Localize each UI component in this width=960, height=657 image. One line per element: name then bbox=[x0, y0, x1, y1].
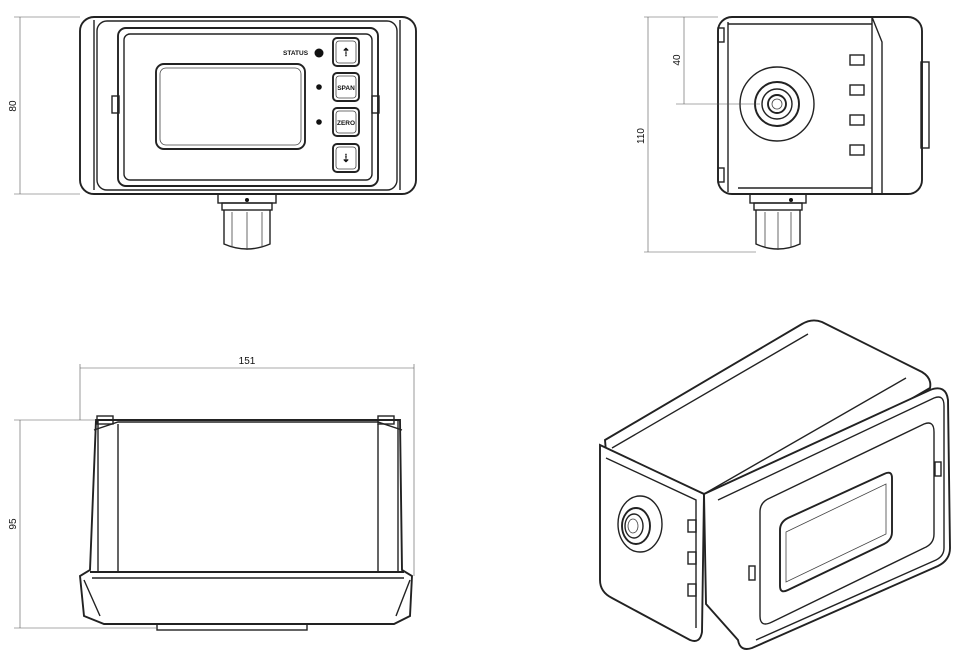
dimension-front-height: 80 bbox=[8, 16, 80, 195]
side-slots bbox=[849, 54, 865, 156]
front-bezel bbox=[96, 20, 398, 191]
dim-40-label: 40 bbox=[672, 54, 683, 66]
front-side-ribs bbox=[93, 20, 401, 190]
button-down[interactable]: ⇣ bbox=[332, 143, 360, 173]
side-cable-gland bbox=[749, 193, 807, 250]
left-clip bbox=[111, 95, 120, 114]
front-cable-gland bbox=[217, 193, 277, 250]
dim-110-label: 110 bbox=[636, 128, 647, 144]
iso-display-inner bbox=[785, 483, 887, 583]
dimension-side-height: 110 bbox=[636, 16, 756, 253]
top-view-lower-bevels bbox=[83, 579, 411, 617]
front-view: STATUS ⇡ SPAN ZERO ⇣ bbox=[8, 16, 417, 250]
side-view: 40 110 bbox=[636, 16, 930, 253]
dimension-side-offset: 40 bbox=[672, 16, 760, 105]
side-body-lines bbox=[727, 22, 872, 192]
top-view-base-tab bbox=[156, 623, 308, 631]
side-rear-tab bbox=[920, 61, 930, 149]
iso-faceplate bbox=[759, 422, 935, 625]
iso-lid-edges bbox=[611, 333, 907, 495]
button-up[interactable]: ⇡ bbox=[332, 37, 360, 67]
down-arrow-icon: ⇣ bbox=[341, 153, 350, 165]
front-faceplate bbox=[117, 27, 379, 187]
top-view-upper-edge bbox=[93, 421, 403, 431]
top-view-clip-left bbox=[96, 415, 114, 425]
right-clip bbox=[371, 95, 380, 114]
iso-left-face bbox=[599, 443, 705, 642]
zero-button-label: ZERO bbox=[337, 120, 355, 127]
isometric-view bbox=[599, 319, 951, 650]
top-view: 151 95 bbox=[8, 356, 415, 631]
iso-clip-left bbox=[748, 565, 756, 581]
dim-80-label: 80 bbox=[8, 100, 19, 112]
iso-clip-right bbox=[934, 461, 942, 477]
span-button-label: SPAN bbox=[337, 85, 355, 92]
up-arrow-icon: ⇡ bbox=[341, 47, 350, 59]
front-housing-outline bbox=[79, 16, 417, 195]
indicator-dot-1 bbox=[316, 84, 322, 90]
iso-front-face-rim bbox=[717, 396, 945, 641]
button-zero[interactable]: ZERO bbox=[332, 107, 360, 137]
top-view-inner-walls bbox=[117, 424, 379, 572]
dim-95-label: 95 bbox=[8, 518, 19, 530]
top-view-clip-right bbox=[377, 415, 395, 425]
dim-151-label: 151 bbox=[239, 356, 256, 367]
side-housing-outline bbox=[717, 16, 923, 195]
side-clip-bottom bbox=[717, 167, 725, 183]
status-label: STATUS bbox=[283, 50, 309, 57]
dimension-width: 151 bbox=[79, 356, 415, 576]
dimension-bottom-height: 95 bbox=[8, 419, 156, 629]
iso-side-slots bbox=[687, 519, 697, 597]
iso-display-window bbox=[779, 471, 893, 593]
button-span[interactable]: SPAN bbox=[332, 72, 360, 102]
status-led bbox=[314, 48, 324, 58]
indicator-dot-2 bbox=[316, 119, 322, 125]
top-view-outline bbox=[78, 419, 413, 625]
display-window bbox=[155, 63, 306, 150]
iso-sensor-port bbox=[617, 495, 663, 553]
top-view-side-walls bbox=[97, 420, 399, 572]
side-clip-top bbox=[717, 27, 725, 43]
side-lid-seam bbox=[871, 16, 883, 194]
iso-lid-top bbox=[604, 319, 932, 495]
display-window-inner bbox=[159, 67, 302, 146]
iso-front-face bbox=[703, 387, 951, 650]
